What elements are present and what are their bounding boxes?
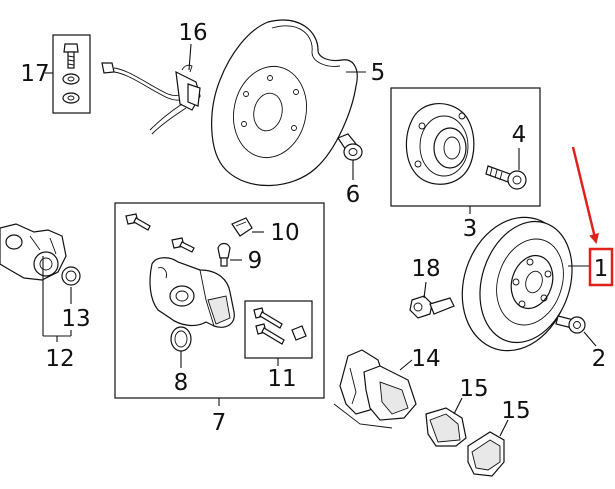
part-12-housing [0,223,67,281]
part-17-washer-1 [62,73,80,85]
part-11-guide-pin-kit [244,300,313,366]
part-2-rotor-screw [555,315,597,347]
callout-6: 6 [346,182,361,208]
callout-17: 17 [20,61,49,87]
part-17-bolt [63,43,79,69]
part-17-washer-2 [62,92,80,104]
callout-9: 9 [248,248,263,274]
callout-5: 5 [371,60,386,86]
part-10-cap [231,217,253,237]
callout-13: 13 [61,306,90,332]
part-14-pad-set [333,349,417,429]
part-9-bleeder-screw [217,242,231,267]
part-7-caliper-assembly [114,202,325,406]
callout-16: 16 [178,20,207,46]
callout-15-a: 15 [459,376,488,402]
part-8-seal-ring [170,326,192,352]
part-11-guide-pin-2 [255,323,285,345]
callout-12: 12 [45,346,74,372]
part-11-boot [291,325,307,341]
callout-7: 7 [212,410,227,436]
highlight-part-1 [571,146,614,287]
part-3-hub-assembly [390,87,541,214]
part-17-group-box [52,34,91,114]
callout-10: 10 [270,220,299,246]
callout-3: 3 [463,216,478,242]
part-12-13-leaders [42,256,72,342]
part-17-hardware-kit [45,34,91,114]
part-15-pad-b [467,419,509,477]
part-15-pad-a [425,397,467,447]
caliper-bolt-medium [171,237,195,253]
part-3-wheel-hub [405,103,475,185]
part-1-brake-rotor [461,216,590,352]
part-11-guide-pin-1 [253,307,283,329]
part-6-shield-bolt [337,133,363,180]
callout-14: 14 [411,346,440,372]
part-18-fitting [409,281,455,319]
part-16-speed-sensor-harness [101,43,201,135]
caliper-bolt-small [125,213,151,231]
part-13-seal [61,266,81,286]
callout-8: 8 [174,370,189,396]
callout-15-b: 15 [501,398,530,424]
part-5-dust-shield [211,19,366,187]
callout-1-highlight-box [588,247,614,287]
caliper-body [149,257,235,328]
part-4-hub-bolt [485,165,527,190]
part-3-group-box [390,87,541,207]
callout-1: 1 [594,256,609,282]
red-arrow-icon [571,146,599,244]
callout-2: 2 [592,346,607,372]
callout-18: 18 [411,256,440,282]
callout-11: 11 [267,366,296,392]
callout-4: 4 [512,122,527,148]
